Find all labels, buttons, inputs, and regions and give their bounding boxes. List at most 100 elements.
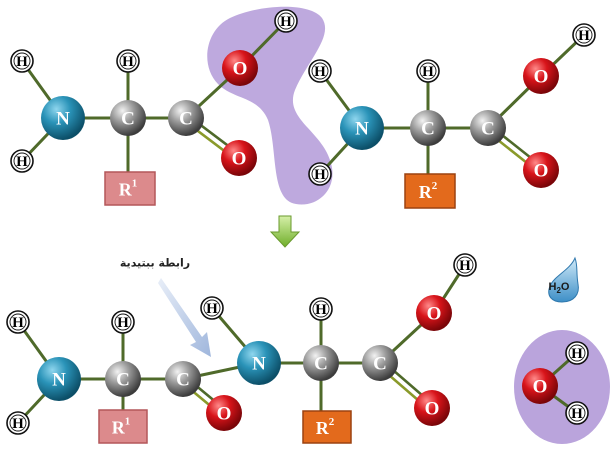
atom-label: H: [314, 167, 326, 183]
atom-label: H: [315, 302, 327, 318]
water-droplet-h-label: H: [549, 281, 557, 293]
svg-text:R1: R1: [119, 178, 138, 200]
carbon-atom: C: [470, 110, 506, 146]
oxygen-atom: O: [206, 395, 242, 431]
side-chain-number: 1: [132, 178, 138, 190]
atom-label: H: [578, 28, 590, 44]
carbon-atom: C: [303, 345, 339, 381]
atom-label: O: [533, 377, 548, 398]
atom-label: H: [280, 14, 292, 30]
hydrogen-atom: H: [565, 341, 589, 365]
atom-label: H: [16, 54, 28, 70]
carbon-atom: C: [168, 100, 204, 136]
hydrogen-atom: H: [111, 310, 135, 334]
atom-label: O: [425, 399, 440, 420]
hydrogen-atom: H: [309, 297, 333, 321]
nitrogen-atom: N: [237, 341, 281, 385]
oxygen-atom: O: [414, 390, 450, 426]
water-droplet-o-label: O: [561, 281, 570, 293]
atom-label: O: [233, 59, 248, 80]
carbon-atom: C: [165, 361, 201, 397]
atom-label: N: [355, 119, 369, 140]
hydrogen-atom: H: [274, 9, 298, 33]
hydrogen-atom: H: [6, 411, 30, 435]
atom-label: C: [179, 109, 193, 130]
atom-label: C: [121, 109, 135, 130]
side-chain-letter: R: [119, 180, 133, 200]
atom-label: O: [427, 304, 442, 325]
atom-label: C: [481, 119, 495, 140]
oxygen-atom: O: [522, 368, 558, 404]
side-chain-number: 1: [125, 416, 131, 428]
hydrogen-atom: H: [116, 49, 140, 73]
reaction-arrow: [269, 215, 301, 248]
peptide-bond-pointer-arrow: [158, 278, 211, 357]
nitrogen-atom: N: [340, 106, 384, 150]
atom-label: O: [232, 149, 247, 170]
hydrogen-atom: H: [10, 49, 34, 73]
carbon-atom: C: [105, 361, 141, 397]
carbon-atom: C: [362, 345, 398, 381]
hydrogen-atom: H: [453, 253, 477, 277]
atom-label: H: [314, 64, 326, 80]
side-chain-letter: R: [419, 182, 433, 202]
peptide-bond-caption: رابطة ببتيدية: [120, 257, 190, 270]
atom-label: H: [571, 346, 583, 362]
atom-label: H: [206, 301, 218, 317]
svg-text:R2: R2: [316, 416, 335, 438]
svg-text:R1: R1: [112, 416, 131, 438]
atom-label: H: [459, 258, 471, 274]
atom-label: O: [534, 161, 549, 182]
atom-label: N: [252, 354, 266, 375]
carbon-atom: C: [110, 100, 146, 136]
oxygen-atom: O: [416, 295, 452, 331]
nitrogen-atom: N: [37, 357, 81, 401]
oxygen-atom: O: [523, 152, 559, 188]
atom-label: H: [117, 315, 129, 331]
hydrogen-atom: H: [200, 296, 224, 320]
atom-label: C: [116, 370, 130, 391]
svg-text:R2: R2: [419, 180, 438, 202]
side-chain-letter: R: [112, 418, 126, 438]
atom-label: C: [421, 119, 435, 140]
hydrogen-atom: H: [6, 310, 30, 334]
hydrogen-atom: H: [10, 149, 34, 173]
r1-side-chain-box: R1: [104, 171, 156, 206]
atom-label: C: [314, 354, 328, 375]
hydrogen-atom: H: [308, 162, 332, 186]
r2-side-chain-box: R2: [404, 173, 456, 209]
atom-label: H: [122, 54, 134, 70]
nitrogen-atom: N: [41, 96, 85, 140]
oxygen-atom: O: [222, 50, 258, 86]
atom-label: C: [373, 354, 387, 375]
water-droplet-icon: H2O: [548, 256, 579, 303]
svg-text:H2O: H2O: [549, 281, 570, 295]
hydrogen-atom: H: [416, 59, 440, 83]
hydrogen-atom: H: [308, 59, 332, 83]
atom-label: H: [12, 315, 24, 331]
atom-label: H: [16, 154, 28, 170]
r1-side-chain-box: R1: [98, 409, 148, 444]
oxygen-atom: O: [523, 58, 559, 94]
r2-side-chain-box: R2: [302, 410, 352, 444]
side-chain-number: 2: [329, 416, 335, 428]
oxygen-atom: O: [221, 140, 257, 176]
water-droplet-subscript: 2: [556, 286, 561, 295]
hydrogen-atom: H: [572, 23, 596, 47]
atom-label: N: [56, 109, 70, 130]
atom-label: C: [176, 370, 190, 391]
hydrogen-atom: H: [565, 401, 589, 425]
atom-label: H: [12, 416, 24, 432]
side-chain-number: 2: [432, 180, 438, 192]
atom-label: O: [217, 404, 232, 425]
atom-label: H: [422, 64, 434, 80]
side-chain-letter: R: [316, 418, 330, 438]
carbon-atom: C: [410, 110, 446, 146]
bond-lines: [16, 19, 586, 427]
atom-label: N: [52, 370, 66, 391]
atom-label: H: [571, 406, 583, 422]
atom-label: O: [534, 67, 549, 88]
